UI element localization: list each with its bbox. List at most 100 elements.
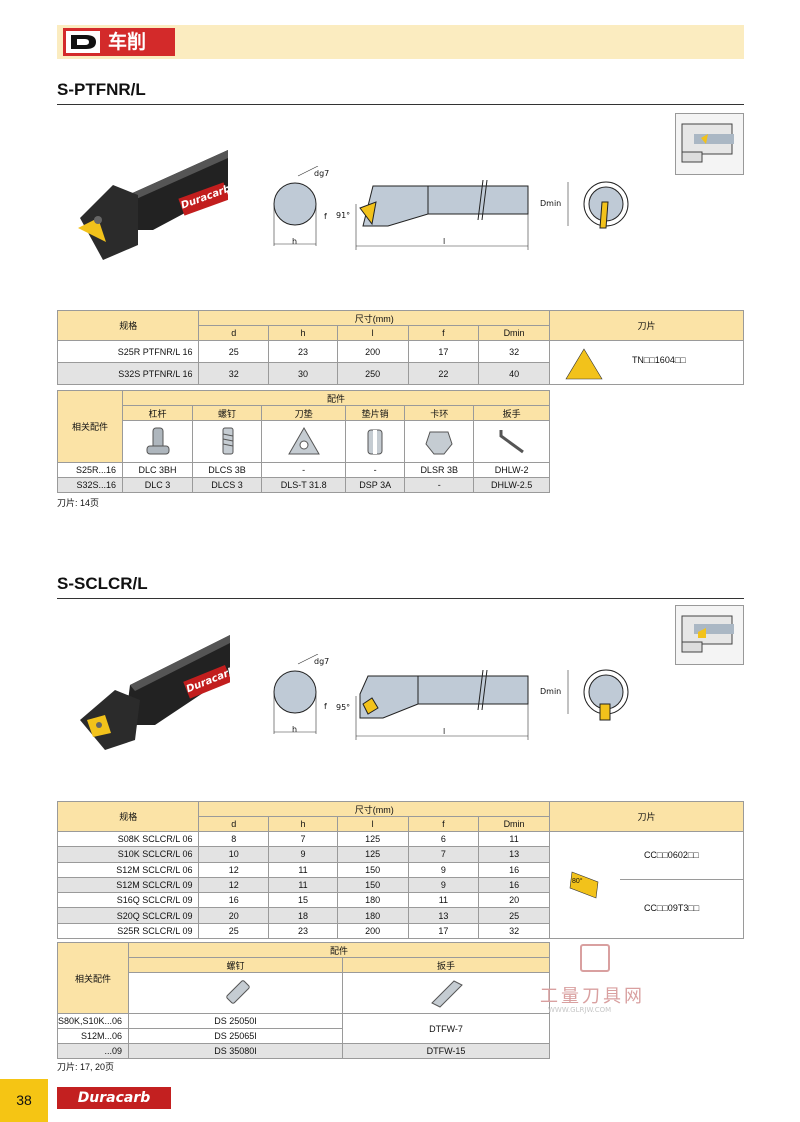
value-cell: 7 [268, 830, 338, 848]
title-rule-1 [57, 104, 744, 105]
value-cell: 11 [478, 830, 550, 848]
watermark-text: 工量刀具网 [540, 986, 645, 1007]
insert-cell-1: TN□□1604□□ [548, 340, 745, 385]
clip-icon [404, 420, 475, 463]
value-cell: 10 [198, 846, 270, 863]
rhombic-insert-icon [569, 871, 599, 899]
value-cell: DHLW-2 [473, 462, 550, 478]
dim-f-label: f [324, 212, 327, 221]
table-row: S25R PTFNR/L 16 25 23 200 17 32 TN□□1604… [56, 340, 745, 385]
value-cell: DLS-T 31.8 [261, 477, 347, 493]
value-cell: 6 [407, 830, 480, 848]
section-title: 车削 [108, 31, 147, 53]
col-l: l [336, 325, 409, 341]
col-h: h [268, 816, 338, 832]
dim-l-label: l [443, 727, 446, 736]
col-d: d [198, 816, 270, 832]
insert-code: CC□□0602□□ [643, 850, 699, 860]
value-cell: 16 [478, 876, 550, 894]
tool-photo-1: Duracarb [68, 150, 232, 265]
table-row: S08K SCLCR/L 06 8 7 125 6 11 80° CC□□060… [56, 830, 745, 939]
value-cell: 180 [336, 892, 409, 909]
model-cell: S08K SCLCR/L 06 [56, 830, 200, 848]
dim-h-label: h [292, 237, 298, 246]
dim-l-label: l [443, 237, 446, 246]
value-cell: DS 35080I [128, 1043, 344, 1059]
table-row: S80K,S10K...06 DS 25050I DTFW-7 [56, 1013, 550, 1044]
value-cell: 16 [198, 892, 270, 909]
insert-page-note-1: 刀片: 14页 [57, 498, 100, 508]
value-cell: 11 [268, 876, 338, 894]
insert-code: CC□□09T3□□ [643, 903, 700, 913]
dim-angle-label: 91° [336, 211, 351, 220]
spec-table-1: 规格 尺寸(mm) 刀片 d h l f Dmin S25R PTFNR/L 1… [56, 310, 745, 385]
insert-header: 刀片 [548, 801, 745, 832]
model-cell: S10K SCLCR/L 06 [56, 846, 200, 863]
value-cell: 32 [478, 922, 550, 940]
value-cell: 9 [407, 861, 480, 878]
value-cell: 8 [198, 830, 270, 848]
model-cell: S12M...06 [56, 1028, 130, 1044]
insert-cell-2: 80° CC□□0602□□ CC□□09T3□□ [548, 831, 745, 939]
value-cell: 11 [268, 861, 338, 878]
value-cell: DLCS 3 [191, 477, 263, 493]
model-cell: S12M SCLCR/L 09 [56, 876, 200, 894]
table-row: ...09 DS 35080I DTFW-15 [56, 1043, 550, 1059]
value-cell: 7 [407, 846, 480, 863]
table-row: S20Q SCLCR/L 09 20 18 180 13 25 [56, 907, 744, 924]
triangle-insert-icon [565, 348, 603, 380]
dim-dmin-label: Dmin [540, 687, 562, 696]
value-cell: 17 [407, 340, 480, 363]
value-cell: 125 [336, 846, 409, 863]
value-cell: 9 [407, 876, 480, 894]
technical-drawing-2: dg7 h f 95° l Dmin [268, 653, 643, 750]
value-cell: 200 [336, 922, 409, 940]
value-cell: 18 [268, 907, 338, 924]
insert-divider [619, 879, 744, 880]
col-d: d [198, 325, 270, 341]
col-wrench: 扳手 [473, 405, 550, 421]
spec-header: 规格 [56, 801, 200, 832]
dim-angle-label: 95° [336, 703, 351, 712]
model-cell: S16Q SCLCR/L 09 [56, 892, 200, 909]
value-cell: 13 [478, 846, 550, 863]
value-cell: 250 [336, 362, 409, 385]
value-cell: DTFW-7 [342, 1013, 550, 1044]
shim-pin-icon [345, 420, 406, 463]
product-title-1: S-PTFNR/L [57, 80, 146, 99]
table-row: S32S...16 DLC 3 DLCS 3 DLS-T 31.8 DSP 3A… [57, 477, 550, 493]
model-cell: S12M SCLCR/L 06 [56, 861, 200, 878]
insert-page-note-2: 刀片: 17, 20页 [57, 1062, 115, 1072]
insert-header: 刀片 [548, 310, 745, 341]
value-cell: 150 [336, 876, 409, 894]
screw-icon [128, 972, 344, 1014]
value-cell: 22 [407, 362, 480, 385]
value-cell: 25 [478, 907, 550, 924]
wrench-icon [342, 972, 550, 1014]
value-cell: DLSR 3B [404, 462, 475, 478]
col-clip: 卡环 [404, 405, 475, 421]
parts-label: 相关配件 [56, 942, 130, 1014]
value-cell: DLCS 3B [191, 462, 263, 478]
value-cell: 25 [198, 340, 270, 363]
value-cell: 12 [198, 861, 270, 878]
dim-header: 尺寸(mm) [198, 310, 550, 326]
dim-h-label: h [292, 725, 298, 734]
col-screw: 螺钉 [191, 405, 263, 421]
brand-d-icon [66, 31, 100, 53]
dim-dmin-label: Dmin [540, 199, 562, 208]
model-cell: S25R SCLCR/L 09 [56, 922, 200, 940]
spec-header: 规格 [56, 310, 200, 341]
watermark-url: WWW.GLRJW.COM [548, 1006, 612, 1014]
value-cell: - [404, 477, 475, 493]
value-cell: - [345, 462, 406, 478]
value-cell: 180 [336, 907, 409, 924]
value-cell: 32 [478, 340, 550, 363]
insert-code: TN□□1604□□ [631, 355, 686, 365]
col-dmin: Dmin [478, 816, 550, 832]
col-lever: 杠杆 [122, 405, 193, 421]
lever-icon [122, 420, 193, 463]
parts-table-1: 相关配件 配件 杠杆 螺钉 刀垫 垫片销 卡环 扳手 S25R...16 DLC… [57, 390, 550, 493]
value-cell: 150 [336, 861, 409, 878]
screw-icon [191, 420, 263, 463]
